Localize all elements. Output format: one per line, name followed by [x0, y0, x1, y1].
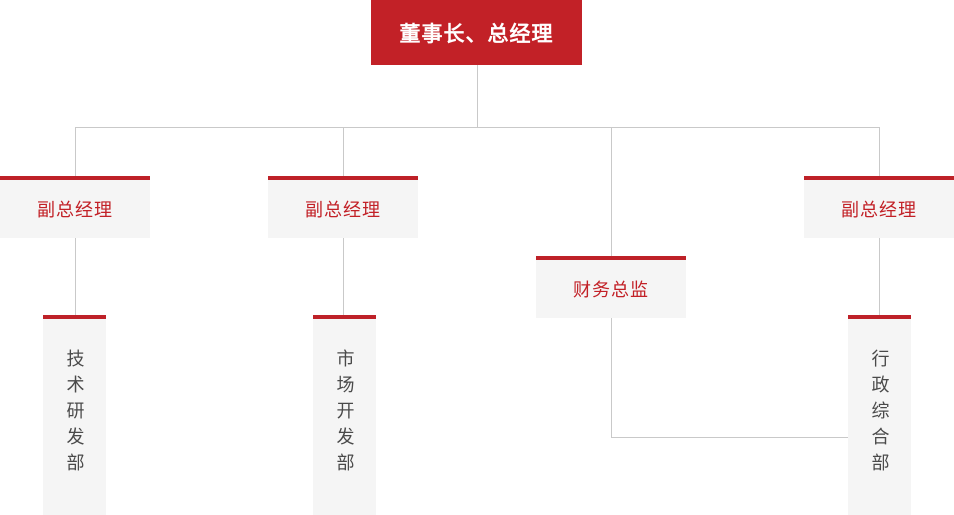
connector-drop-manager-3 [879, 127, 880, 176]
node-deputy-general-manager-2[interactable]: 副总经理 [268, 176, 418, 238]
node-department-administration[interactable]: 行政综合部 [848, 315, 911, 515]
node-chairman-general-manager-label: 董事长、总经理 [399, 22, 554, 46]
connector-top-stem [477, 65, 478, 127]
node-finance-director[interactable]: 财务总监 [536, 256, 686, 318]
connector-drop-department-2 [343, 238, 344, 315]
connector-drop-finance-director [611, 127, 612, 256]
connector-drop-manager-1 [75, 127, 76, 176]
connector-drop-manager-2 [343, 127, 344, 176]
node-deputy-general-manager-2-label: 副总经理 [305, 200, 381, 220]
node-deputy-general-manager-1-label: 副总经理 [37, 200, 113, 220]
connector-distribution-bar [75, 127, 880, 128]
node-deputy-general-manager-1[interactable]: 副总经理 [0, 176, 150, 238]
connector-finance-elbow-horizontal [611, 437, 880, 438]
node-finance-director-label: 财务总监 [573, 280, 649, 300]
node-department-administration-label: 行政综合部 [869, 349, 890, 479]
node-department-rnd[interactable]: 技术研发部 [43, 315, 106, 515]
node-department-market-label: 市场开发部 [334, 349, 355, 479]
node-chairman-general-manager[interactable]: 董事长、总经理 [371, 0, 582, 65]
connector-drop-department-1 [75, 238, 76, 315]
connector-finance-elbow-vertical [611, 318, 612, 437]
node-deputy-general-manager-3[interactable]: 副总经理 [804, 176, 954, 238]
node-department-market[interactable]: 市场开发部 [313, 315, 376, 515]
node-deputy-general-manager-3-label: 副总经理 [841, 200, 917, 220]
connector-drop-department-3 [879, 238, 880, 315]
node-department-rnd-label: 技术研发部 [64, 349, 85, 479]
